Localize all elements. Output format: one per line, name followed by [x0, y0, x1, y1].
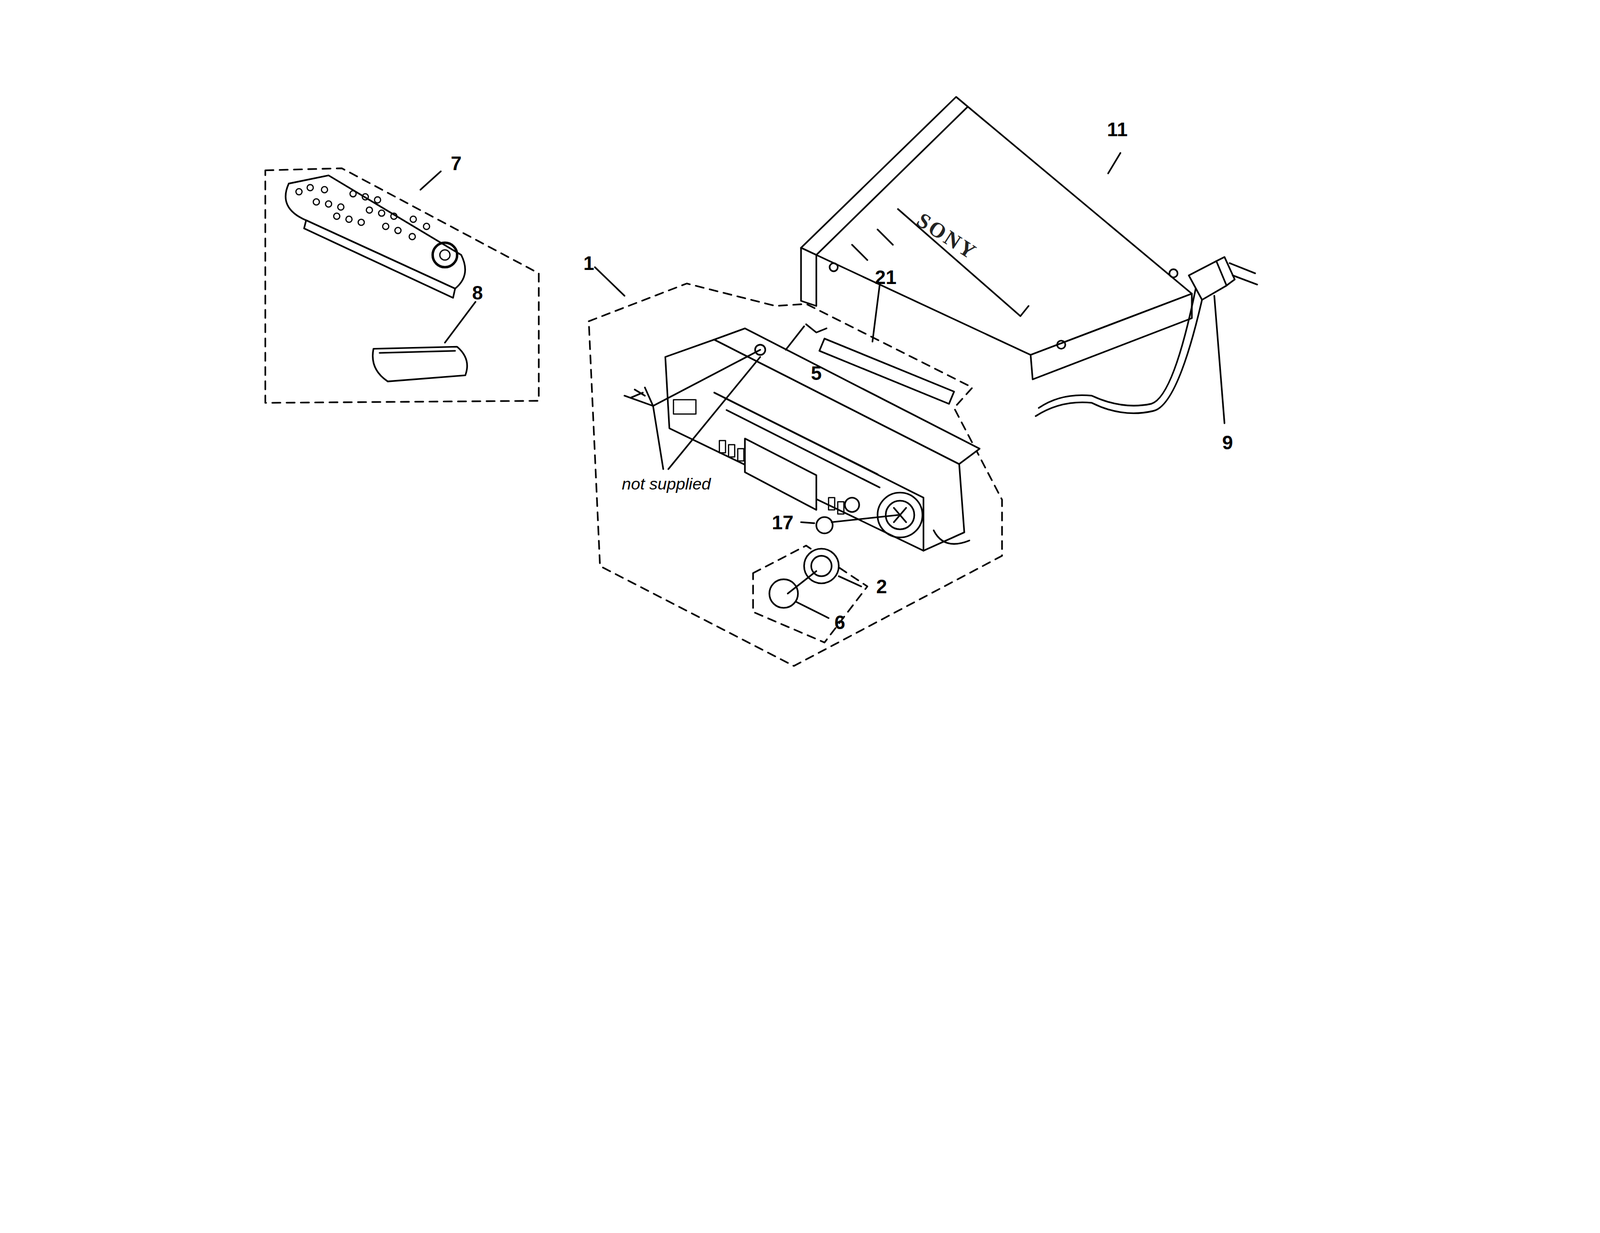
- callout-number: 6: [834, 612, 846, 633]
- callout-number: 2: [876, 576, 887, 597]
- callout-number: 17: [771, 512, 794, 533]
- callout-number: 5: [811, 363, 822, 384]
- callout-number: 21: [875, 267, 897, 288]
- callout-number: 7: [450, 153, 462, 174]
- callout-number: 8: [472, 283, 483, 303]
- callout-number: 9: [1222, 432, 1233, 453]
- callout-number: 1: [583, 253, 594, 273]
- callout-number: 11: [1106, 119, 1128, 140]
- note-text: not supplied: [622, 475, 711, 493]
